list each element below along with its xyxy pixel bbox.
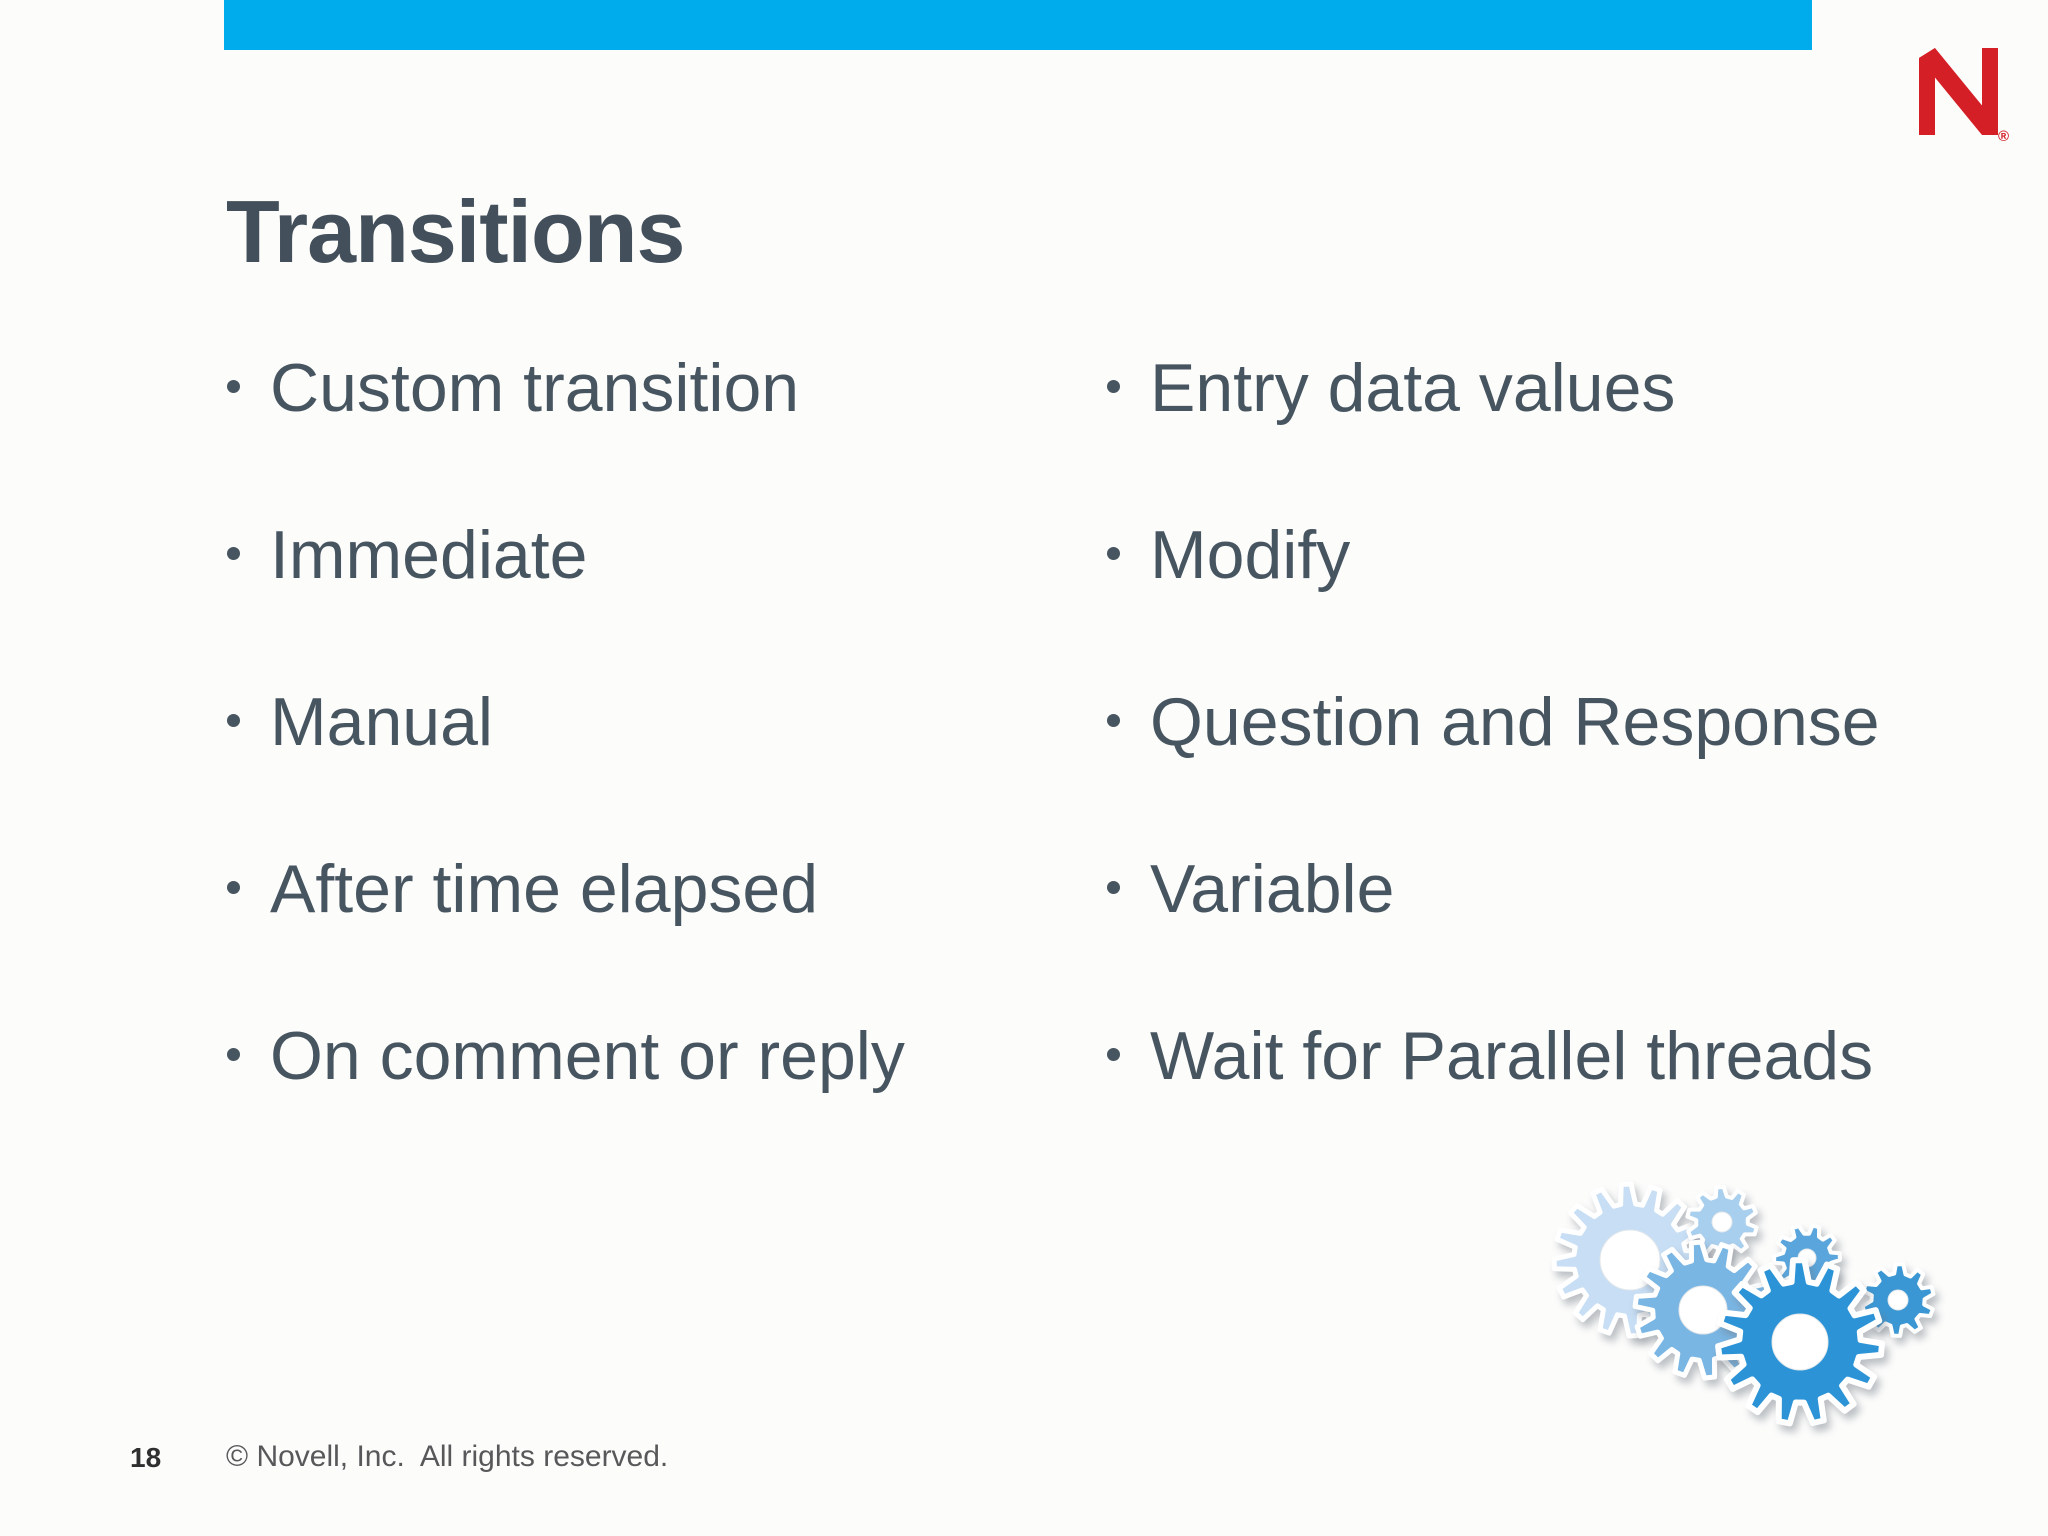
copyright-text: © Novell, Inc. All rights reserved.: [226, 1440, 669, 1473]
list-item: Wait for Parallel threads: [1107, 1022, 1880, 1090]
slide-title: Transitions: [226, 181, 685, 281]
list-item: Custom transition: [227, 354, 905, 422]
logo-right-stroke: [1982, 48, 1998, 135]
bullet-text: Immediate: [270, 517, 588, 593]
bullet-column-right: Entry data values Modify Question and Re…: [1107, 354, 1880, 1189]
bullet-dot-icon: [227, 547, 240, 560]
novell-n-logo: [1919, 48, 1998, 135]
list-item: Immediate: [227, 521, 905, 589]
bullet-text: Modify: [1150, 517, 1351, 593]
list-item: On comment or reply: [227, 1022, 905, 1090]
bullet-dot-icon: [1107, 881, 1120, 894]
bullet-text: After time elapsed: [270, 851, 819, 927]
list-item: After time elapsed: [227, 855, 905, 923]
list-item: Variable: [1107, 855, 1880, 923]
list-item: Manual: [227, 688, 905, 756]
bullet-dot-icon: [1107, 714, 1120, 727]
registered-trademark-symbol: ®: [1998, 128, 2010, 145]
page-number: 18: [130, 1442, 162, 1473]
bullet-column-left: Custom transition Immediate Manual After…: [227, 354, 905, 1189]
bullet-dot-icon: [227, 714, 240, 727]
bullet-text: Wait for Parallel threads: [1150, 1018, 1874, 1094]
bullet-text: Question and Response: [1150, 684, 1880, 760]
novell-logo: ®: [1919, 48, 2014, 146]
bullet-dot-icon: [1107, 380, 1120, 393]
gear-shape: [1715, 1257, 1885, 1427]
bullet-dot-icon: [227, 1048, 240, 1061]
bullet-dot-icon: [227, 380, 240, 393]
bullet-text: Custom transition: [270, 350, 800, 426]
bullet-dot-icon: [1107, 547, 1120, 560]
accent-bar: [224, 0, 1812, 50]
bullet-text: Manual: [270, 684, 494, 760]
bullet-dot-icon: [227, 881, 240, 894]
bullet-dot-icon: [1107, 1048, 1120, 1061]
list-item: Entry data values: [1107, 354, 1880, 422]
bullet-text: Entry data values: [1150, 350, 1676, 426]
gears-illustration: [1551, 1181, 1936, 1427]
list-item: Question and Response: [1107, 688, 1880, 756]
bullet-text: On comment or reply: [270, 1018, 905, 1094]
bullet-text: Variable: [1150, 851, 1395, 927]
list-item: Modify: [1107, 521, 1880, 589]
logo-diagonal-stroke: [1919, 48, 1998, 135]
